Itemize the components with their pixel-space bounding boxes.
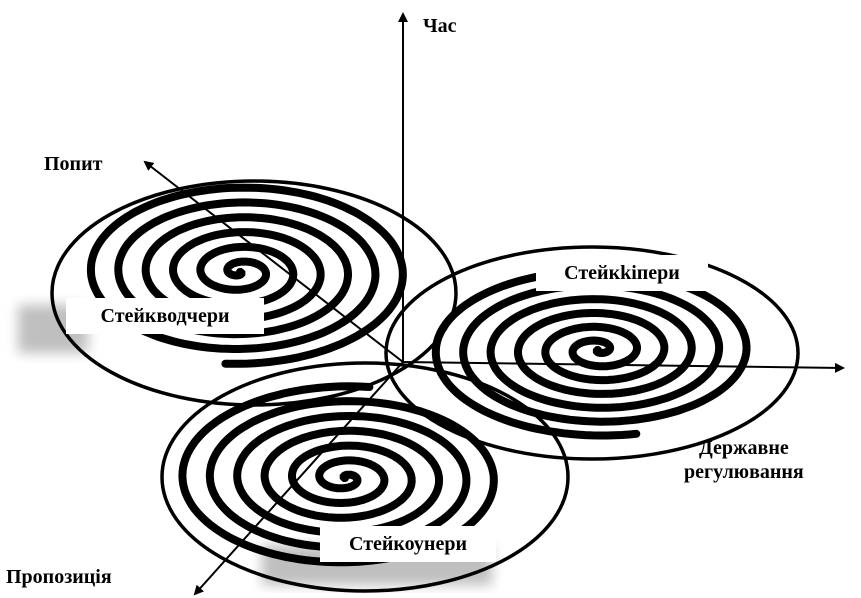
axis-label-demand: Попит bbox=[44, 153, 103, 175]
axis-label-regulation-line1: Державне bbox=[699, 437, 789, 459]
spiral-path bbox=[431, 267, 751, 440]
axis-label-time: Час bbox=[423, 15, 457, 37]
group-label-watchers: Стейкводчери bbox=[66, 298, 264, 334]
spiral-keepers bbox=[431, 267, 751, 440]
axis-label-regulation: Державне регулювання bbox=[684, 436, 804, 484]
spiral-path bbox=[178, 382, 498, 567]
axis-regulation bbox=[402, 361, 845, 373]
spiral-watchers bbox=[86, 183, 407, 368]
axis-proposition bbox=[193, 361, 404, 596]
spiral-owners bbox=[178, 382, 498, 567]
ellipse-owners bbox=[160, 361, 570, 593]
group-label-owners: Стейкоунери bbox=[320, 526, 496, 562]
ellipse-watchers bbox=[50, 179, 458, 407]
axis-label-regulation-line2: регулювання bbox=[684, 461, 804, 483]
spiral-path bbox=[86, 183, 407, 368]
axis-demand bbox=[143, 160, 404, 363]
group-label-keepers: Стейкkіпери bbox=[536, 255, 708, 291]
axis-label-proposition: Пропозиція bbox=[6, 566, 112, 588]
ellipse-keepers bbox=[384, 245, 800, 461]
